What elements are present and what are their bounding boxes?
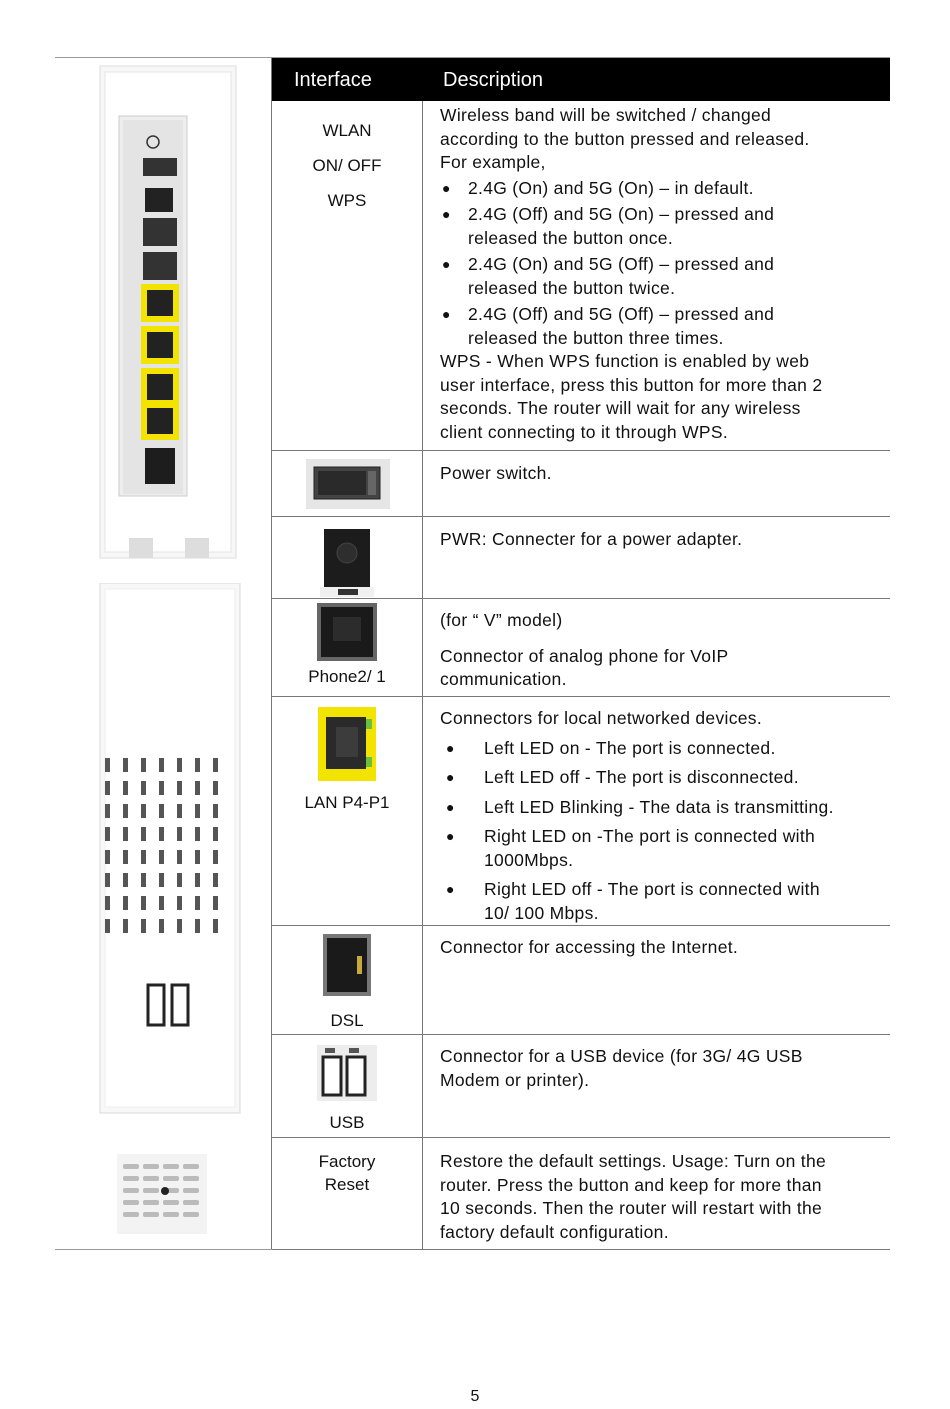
router-side-view-image — [99, 583, 241, 1114]
table-row-power-switch: Power switch. — [272, 451, 890, 517]
phone-port-icon — [317, 603, 377, 661]
table-header: Interface Description — [272, 58, 890, 101]
desc-line: Connector of analog phone for VoIP — [440, 645, 729, 666]
bullet-item: 2.4G (On) and 5G (Off) – pressed andrele… — [440, 253, 885, 300]
bullet-item: 2.4G (Off) and 5G (Off) – pressed andrel… — [440, 303, 885, 350]
iface-dsl: DSL — [330, 1011, 364, 1030]
desc-note: (for “ V” model) — [440, 610, 563, 630]
desc-lan: Connectors for local networked devices. … — [440, 707, 885, 925]
desc-line: communication. — [440, 669, 567, 689]
iface-wlan-wps: WLAN ON/ OFF WPS — [272, 113, 422, 218]
desc-wlan-wps: Wireless band will be switched / changed… — [440, 104, 885, 444]
iface-factory-reset: Factory Reset — [272, 1150, 422, 1196]
table-row-wlan: WLAN ON/ OFF WPS Wireless band will be s… — [272, 101, 890, 451]
power-switch-icon — [306, 459, 390, 509]
desc-line: WPS - When WPS function is enabled by we… — [440, 351, 810, 371]
desc-pwr: PWR: Connecter for a power adapter. — [440, 529, 743, 549]
desc-line: user interface, press this button for mo… — [440, 374, 823, 395]
column-divider — [422, 101, 423, 1249]
desc-power-switch: Power switch. — [440, 463, 552, 483]
iface-lan: LAN P4-P1 — [304, 793, 390, 812]
dsl-port-icon — [323, 934, 371, 996]
desc-line: Modem or printer). — [440, 1069, 590, 1090]
iface-phone: Phone2/ 1 — [308, 667, 386, 686]
router-images-column — [55, 58, 271, 1249]
table-top-rule — [55, 57, 890, 58]
desc-line: factory default configuration. — [440, 1221, 669, 1242]
iface-line: Reset — [324, 1175, 370, 1194]
table-left-border — [271, 58, 272, 1249]
bullet-item: Left LED off - The port is disconnected. — [440, 766, 885, 790]
desc-line: Connector for a USB device (for 3G/ 4G U… — [440, 1046, 803, 1066]
bullet-item: Left LED Blinking - The data is transmit… — [440, 796, 885, 820]
iface-usb: USB — [329, 1113, 365, 1132]
iface-line: WLAN — [322, 121, 372, 140]
lan-port-icon — [318, 707, 376, 781]
page-number: 5 — [470, 1388, 480, 1405]
desc-line: Connectors for local networked devices. — [440, 708, 762, 728]
router-back-panel-image — [99, 65, 237, 559]
bullet-item: Right LED off - The port is connected wi… — [440, 878, 885, 925]
iface-line: WPS — [327, 191, 367, 210]
table-row-usb: USB Connector for a USB device (for 3G/ … — [272, 1035, 890, 1138]
bullet-item: Left LED on - The port is connected. — [440, 737, 885, 761]
desc-line: Wireless band will be switched / changed — [440, 105, 772, 125]
desc-phone: (for “ V” model) Connector of analog pho… — [440, 609, 885, 692]
table-row-factory-reset: Factory Reset Restore the default settin… — [272, 1138, 890, 1250]
desc-line: client connecting to it through WPS. — [440, 421, 729, 442]
table-row-phone: Phone2/ 1 (for “ V” model) Connector of … — [272, 599, 890, 697]
iface-line: ON/ OFF — [312, 156, 382, 175]
table-row-dsl: DSL Connector for accessing the Internet… — [272, 926, 890, 1035]
desc-usb: Connector for a USB device (for 3G/ 4G U… — [440, 1045, 885, 1092]
bullet-item: 2.4G (On) and 5G (On) – in default. — [440, 177, 885, 201]
factory-reset-hole-image — [117, 1154, 207, 1234]
table-row-lan: LAN P4-P1 Connectors for local networked… — [272, 697, 890, 926]
desc-factory-reset: Restore the default settings. Usage: Tur… — [440, 1150, 885, 1244]
iface-line: Factory — [318, 1152, 376, 1171]
desc-line: according to the button pressed and rele… — [440, 128, 810, 149]
desc-dsl: Connector for accessing the Internet. — [440, 937, 739, 957]
desc-line: router. Press the button and keep for mo… — [440, 1174, 822, 1195]
desc-line: 10 seconds. Then the router will restart… — [440, 1198, 823, 1218]
desc-line: Restore the default settings. Usage: Tur… — [440, 1151, 827, 1171]
power-connector-icon — [320, 529, 374, 597]
bullet-item: 2.4G (Off) and 5G (On) – pressed andrele… — [440, 203, 885, 250]
header-description: Description — [443, 69, 544, 91]
table-bottom-rule — [55, 1249, 272, 1250]
table-row-pwr: PWR: Connecter for a power adapter. — [272, 517, 890, 599]
bullet-item: Right LED on -The port is connected with… — [440, 825, 885, 872]
header-interface: Interface — [294, 69, 372, 91]
desc-line: seconds. The router will wait for any wi… — [440, 398, 801, 418]
usb-port-icon — [317, 1045, 377, 1101]
desc-line: For example, — [440, 152, 546, 172]
